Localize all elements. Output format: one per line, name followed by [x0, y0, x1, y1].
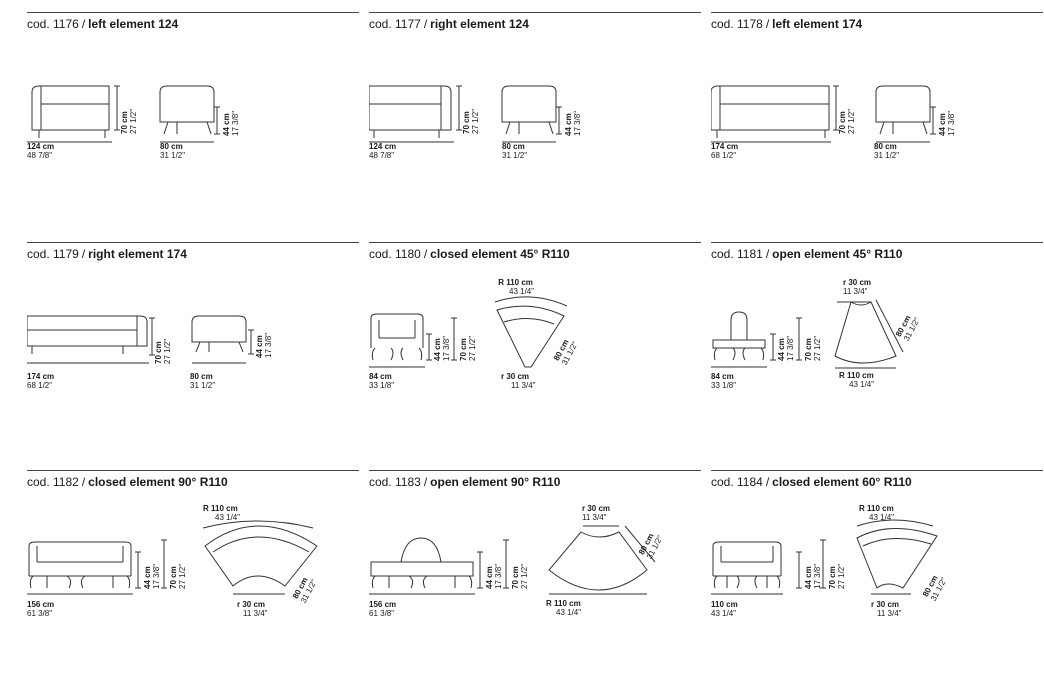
sheet-code: cod. 1179 [27, 247, 79, 261]
sheet-header: cod. 1180/closed element 45° R110 [369, 247, 570, 261]
sheet-code: cod. 1182 [27, 475, 79, 489]
sofa-drawing [27, 315, 254, 364]
sheet-title: closed element 45° R110 [430, 247, 570, 261]
sheet-header: cod. 1182/closed element 90° R110 [27, 475, 228, 489]
sheet-code: cod. 1177 [369, 17, 421, 31]
sheet-title: right element 174 [88, 247, 187, 261]
divider [711, 470, 1043, 471]
sheet-header: cod. 1176/left element 124 [27, 17, 179, 31]
sheet-title: open element 90° R110 [430, 475, 561, 489]
sheet-title: closed element 60° R110 [772, 475, 912, 489]
sheet-1184: cod. 1184/closed element 60° R110 R 110 … [711, 470, 1043, 680]
sheet-code: cod. 1180 [369, 247, 421, 261]
sheet-code: cod. 1183 [369, 475, 421, 489]
divider [369, 242, 701, 243]
sheet-title: closed element 90° R110 [88, 475, 228, 489]
sheet-code: cod. 1178 [711, 17, 763, 31]
sheet-1180: cod. 1180/closed element 45° R110 R 110 … [369, 242, 701, 452]
sheet-header: cod. 1177/right element 124 [369, 17, 529, 31]
divider [369, 12, 701, 13]
divider [711, 242, 1043, 243]
sheet-code: cod. 1176 [27, 17, 79, 31]
sofa-drawing [711, 299, 904, 369]
sofa-drawing [711, 519, 938, 595]
sheet-code: cod. 1184 [711, 475, 763, 489]
sofa-drawing [369, 525, 656, 595]
sheet-header: cod. 1179/right element 174 [27, 247, 187, 261]
divider [711, 12, 1043, 13]
sheet-1182: cod. 1182/closed element 90° R110 R 110 … [27, 470, 359, 680]
divider [27, 470, 359, 471]
divider [27, 12, 359, 13]
sheet-title: left element 124 [88, 17, 179, 31]
sofa-drawing [27, 85, 220, 143]
sheet-title: left element 174 [772, 17, 863, 31]
sheet-header: cod. 1178/left element 174 [711, 17, 863, 31]
divider [27, 242, 359, 243]
sofa-drawing [711, 85, 936, 143]
sheet-title: right element 124 [430, 17, 529, 31]
sheet-header: cod. 1183/open element 90° R110 [369, 475, 561, 489]
divider [369, 470, 701, 471]
sheet-header: cod. 1181/open element 45° R110 [711, 247, 903, 261]
sheet-title: open element 45° R110 [772, 247, 903, 261]
sofa-drawing [369, 85, 562, 143]
sofa-drawing [27, 520, 318, 595]
sheet-code: cod. 1181 [711, 247, 763, 261]
sofa-drawing [369, 296, 568, 368]
sheet-header: cod. 1184/closed element 60° R110 [711, 475, 912, 489]
